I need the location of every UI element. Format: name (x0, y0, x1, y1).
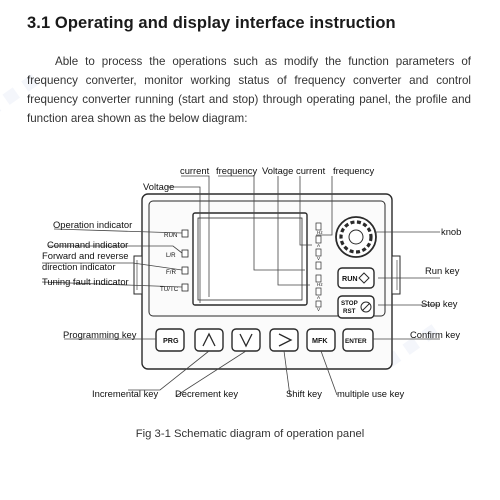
indicator-label-fr: F/R (166, 269, 176, 276)
label-current-right: current (296, 165, 326, 176)
label-tuning-fault: Tuning fault indicator (42, 276, 129, 287)
unit-indicators: Hz A V Hz A V (315, 222, 323, 312)
label-incremental-key: Incremental key (92, 388, 158, 399)
prg-key-label: PRG (163, 336, 179, 345)
indicator-label-tutc: TU/TC (160, 286, 179, 293)
panel-inner (148, 200, 386, 317)
label-frequency-left: frequency (216, 165, 257, 176)
right-clip (391, 255, 401, 295)
run-button-label: RUN (342, 274, 358, 283)
unit-mark: V (317, 256, 321, 261)
knob[interactable] (335, 216, 377, 258)
label-multiple-use-key: multiple use key (337, 388, 405, 399)
label-confirm-key: Confirm key (410, 329, 460, 340)
figure-caption: Fig 3-1 Schematic diagram of operation p… (135, 428, 365, 440)
run-button[interactable]: RUN (337, 267, 375, 289)
enter-key-label: ENTER (345, 338, 367, 345)
right-arrow-icon (278, 333, 293, 347)
run-diamond-icon (358, 272, 370, 284)
unit-led (315, 222, 322, 231)
label-direction-line2: direction indicator (42, 261, 115, 272)
label-operation-indicator: Operation indicator (53, 219, 132, 230)
intro-paragraph: Able to process the operations such as m… (27, 55, 471, 125)
label-direction-line1: Forward and reverse (42, 250, 129, 261)
up-arrow-icon (202, 332, 216, 347)
label-run-key: Run key (425, 265, 460, 276)
label-stop-key: Stop key (421, 298, 458, 309)
unit-led (315, 300, 322, 308)
stop-circle-icon (360, 301, 372, 313)
unit-mark: A (317, 295, 321, 300)
stop-label: STOP (341, 300, 358, 307)
unit-mark: Hz (317, 230, 323, 235)
indicator-label-run: RUN (164, 232, 177, 239)
label-voltage-right: Voltage (262, 165, 293, 176)
prg-key[interactable]: PRG (155, 328, 185, 352)
unit-mark: Hz (317, 282, 323, 287)
label-current-left: current (180, 165, 210, 176)
stop-reset-button[interactable]: STOP RST (337, 295, 375, 319)
unit-mark: A (317, 243, 321, 248)
shift-key[interactable] (269, 328, 299, 352)
label-programming-key: Programming key (63, 329, 137, 340)
unit-led (315, 248, 322, 257)
label-frequency-right: frequency (333, 165, 374, 176)
mfk-key[interactable]: MFK (306, 328, 336, 352)
label-voltage-left: Voltage (143, 181, 174, 192)
label-command-indicator: Command indicator (47, 239, 128, 250)
unit-led (315, 274, 322, 283)
left-clip (133, 255, 143, 295)
up-key[interactable] (194, 328, 224, 352)
indicator-tutc (181, 283, 189, 292)
indicator-lr (181, 249, 189, 258)
mfk-key-label: MFK (312, 336, 328, 345)
down-key[interactable] (231, 328, 261, 352)
stop-slash (362, 303, 370, 311)
unit-led (315, 235, 322, 244)
lcd-display (197, 217, 303, 301)
unit-led (315, 287, 322, 296)
reset-label: RST (343, 308, 356, 315)
unit-led (315, 261, 322, 270)
enter-key[interactable]: ENTER (342, 328, 374, 352)
label-shift-key: Shift key (286, 388, 322, 399)
indicator-label-lr: L/R (166, 252, 176, 259)
label-knob: knob (441, 226, 461, 237)
indicator-run (181, 229, 189, 238)
down-arrow-icon (239, 333, 253, 348)
label-decrement-key: Decrement key (175, 388, 238, 399)
unit-mark: V (317, 307, 321, 312)
section-heading: 3.1 Operating and display interface inst… (27, 14, 396, 32)
callout-lines (41, 175, 440, 397)
indicator-fr (181, 266, 189, 275)
